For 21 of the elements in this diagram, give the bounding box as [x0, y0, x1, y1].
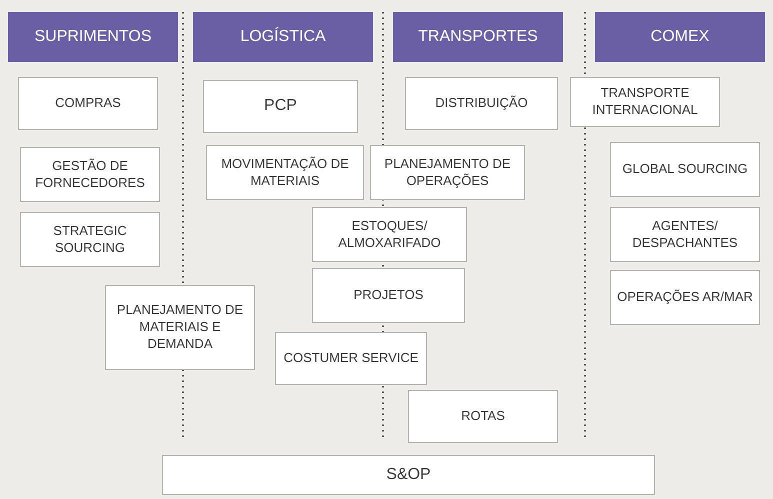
- topic-box: PLANEJAMENTO DE MATERIAIS E DEMANDA: [105, 285, 255, 370]
- topic-box: PROJETOS: [312, 268, 465, 323]
- topic-box: ROTAS: [408, 390, 558, 443]
- topic-box: TRANSPORTE INTERNACIONAL: [570, 77, 720, 127]
- topic-box: COMPRAS: [18, 77, 158, 130]
- category-header: LOGÍSTICA: [193, 12, 373, 62]
- topic-box: GLOBAL SOURCING: [610, 142, 760, 197]
- topic-box: PCP: [203, 80, 358, 133]
- topic-box: DISTRIBUIÇÃO: [405, 77, 558, 130]
- topic-box: MOVIMENTAÇÃO DE MATERIAIS: [206, 145, 364, 200]
- topic-box: GESTÃO DE FORNECEDORES: [20, 147, 160, 202]
- topic-box: PLANEJAMENTO DE OPERAÇÕES: [370, 145, 525, 200]
- topic-box: STRATEGIC SOURCING: [20, 212, 160, 267]
- topic-box: COSTUMER SERVICE: [275, 332, 427, 385]
- category-header: SUPRIMENTOS: [8, 12, 178, 62]
- topic-box: ESTOQUES/ ALMOXARIFADO: [312, 207, 467, 262]
- topic-box: S&OP: [162, 455, 655, 495]
- topic-box: AGENTES/ DESPACHANTES: [610, 207, 760, 262]
- topic-box: OPERAÇÕES AR/MAR: [610, 270, 760, 325]
- category-header: TRANSPORTES: [393, 12, 563, 62]
- category-header: COMEX: [595, 12, 765, 62]
